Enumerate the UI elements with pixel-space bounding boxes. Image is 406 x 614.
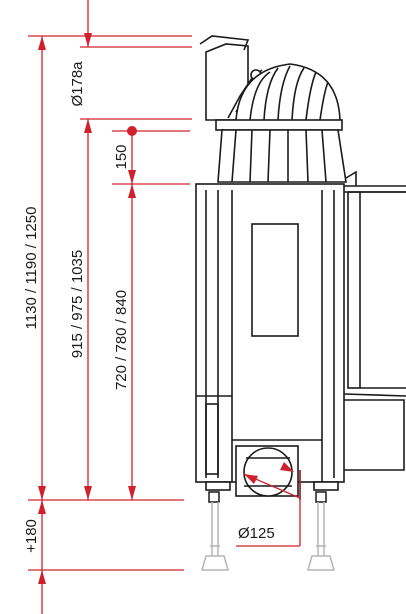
fireplace-body (195, 183, 345, 483)
top-hood (215, 63, 357, 186)
air-inlet (235, 445, 301, 500)
flue-diameter-label: Ø178a (69, 61, 86, 107)
leg-extension-label: +180 (23, 519, 40, 553)
air-inlet-diameter-label: Ø125 (238, 525, 275, 542)
door-height-label: 720 / 780 / 840 (113, 290, 130, 390)
total-height-label: 1130 / 1190 / 1250 (23, 207, 40, 330)
adjustable-legs (201, 491, 335, 571)
right-leg (307, 491, 335, 571)
left-leg (201, 491, 229, 571)
body-height-label: 915 / 975 / 1035 (69, 250, 86, 358)
side-glass (343, 185, 406, 471)
top-offset-label: 150 (113, 144, 130, 169)
dimension-labels: 1130 / 1190 / 1250 915 / 975 / 1035 720 … (23, 61, 275, 553)
dimension-lines (28, 0, 301, 614)
fireplace-outline (195, 35, 406, 500)
